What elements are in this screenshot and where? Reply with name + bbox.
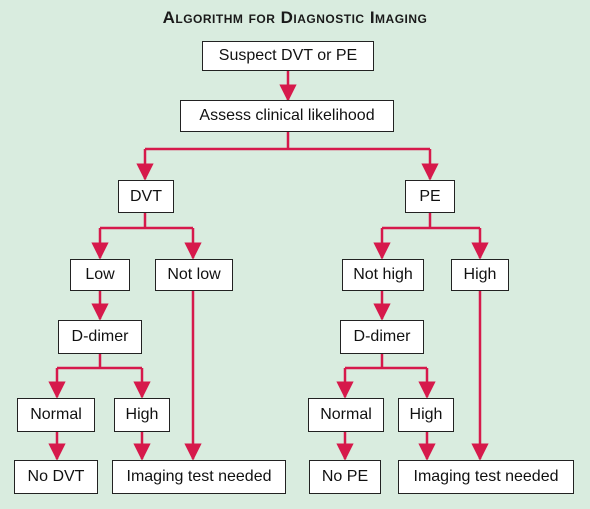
connector-pe-ddimer-split <box>345 354 427 370</box>
connector-assess-split <box>145 132 430 151</box>
node-pe-ddimer-high: High <box>398 398 454 432</box>
node-dvt-low: Low <box>70 259 130 291</box>
node-pe-not-high: Not high <box>342 259 424 291</box>
connector-dvt-ddimer-split <box>57 354 142 370</box>
connector-dvt-split <box>100 213 193 230</box>
node-dvt-ddimer-high: High <box>114 398 170 432</box>
node-no-dvt: No DVT <box>14 460 98 494</box>
node-pe: PE <box>405 180 455 213</box>
node-pe-normal: Normal <box>308 398 384 432</box>
node-suspect-dvt-or-pe: Suspect DVT or PE <box>202 41 374 71</box>
diagram-title: Algorithm for Diagnostic Imaging <box>162 8 428 27</box>
node-assess-clinical-likelihood: Assess clinical likelihood <box>180 100 394 132</box>
node-pe-ddimer: D-dimer <box>340 320 424 354</box>
connector-pe-split <box>382 213 480 230</box>
node-dvt-imaging-test-needed: Imaging test needed <box>112 460 286 494</box>
node-no-pe: No PE <box>309 460 381 494</box>
node-dvt-not-low: Not low <box>155 259 233 291</box>
node-dvt: DVT <box>118 180 174 213</box>
node-dvt-normal: Normal <box>17 398 95 432</box>
node-pe-high: High <box>451 259 509 291</box>
node-dvt-ddimer: D-dimer <box>58 320 142 354</box>
node-pe-imaging-test-needed: Imaging test needed <box>398 460 574 494</box>
